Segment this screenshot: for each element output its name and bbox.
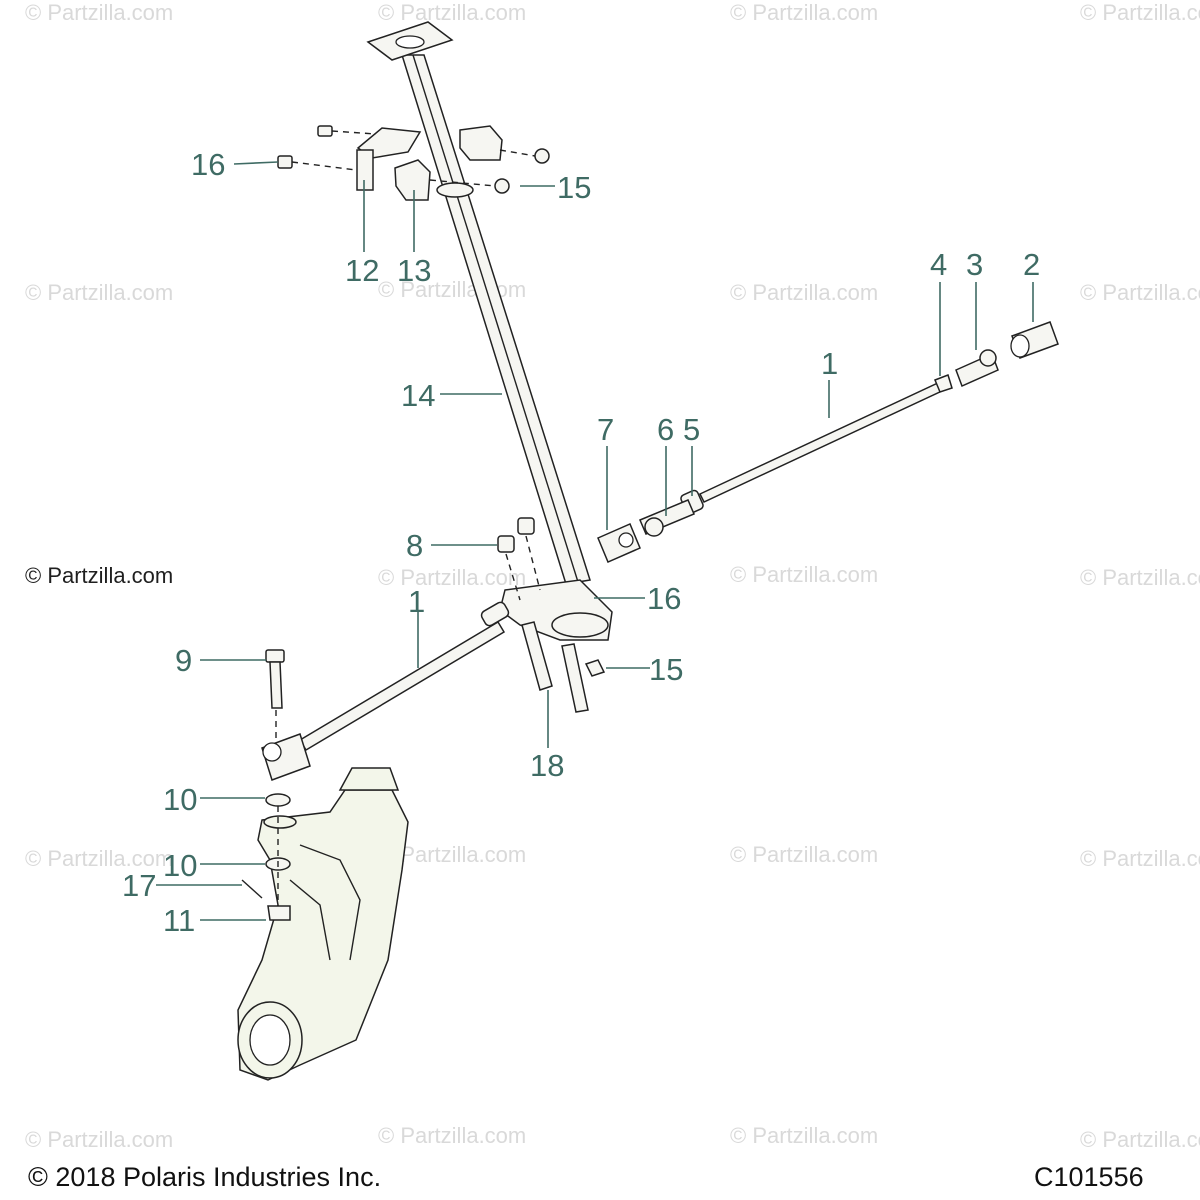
watermark: © Partzilla.com bbox=[730, 280, 878, 305]
callout-15: 15 bbox=[557, 170, 591, 205]
callout-11: 11 bbox=[163, 903, 195, 938]
callout-2: 2 bbox=[1023, 247, 1040, 282]
callout-14: 14 bbox=[401, 378, 435, 413]
watermark: © Partzilla.com bbox=[730, 0, 878, 25]
callout-8: 8 bbox=[406, 528, 423, 563]
callout-4: 4 bbox=[930, 247, 947, 282]
steering-knuckle bbox=[237, 767, 409, 1081]
watermark: © Partzilla.com bbox=[378, 565, 526, 590]
callout-10: 10 bbox=[163, 848, 197, 883]
callout-5: 5 bbox=[683, 412, 700, 447]
callout-15: 15 bbox=[649, 652, 683, 687]
left-tie-rod bbox=[241, 601, 510, 921]
right-tie-rod bbox=[597, 321, 1059, 563]
upper-mount bbox=[277, 125, 550, 201]
callout-16: 16 bbox=[191, 147, 225, 182]
steering-shaft bbox=[366, 21, 591, 585]
watermark: © Partzilla.com bbox=[1080, 1127, 1200, 1152]
watermark: © Partzilla.com bbox=[1080, 565, 1200, 590]
watermark: © Partzilla.com bbox=[730, 842, 878, 867]
callout-9: 9 bbox=[175, 643, 192, 678]
callout-16: 16 bbox=[647, 581, 681, 616]
callout-17: 17 bbox=[122, 868, 156, 903]
callout-6: 6 bbox=[657, 412, 674, 447]
watermark-grid: © Partzilla.com © Partzilla.com © Partzi… bbox=[25, 0, 1200, 1152]
callout-12: 12 bbox=[345, 253, 379, 288]
callout-labels: 16 12 13 15 14 1 4 3 2 7 6 5 8 16 1 9 15… bbox=[122, 147, 1040, 938]
callout-13: 13 bbox=[397, 253, 431, 288]
callout-18: 18 bbox=[530, 748, 564, 783]
watermark: © Partzilla.com bbox=[730, 1123, 878, 1148]
watermark: © Partzilla.com bbox=[1080, 280, 1200, 305]
lower-bracket bbox=[497, 517, 613, 713]
callout-1: 1 bbox=[408, 584, 425, 619]
watermark: © Partzilla.com bbox=[378, 0, 526, 25]
copyright-notice: © 2018 Polaris Industries Inc. bbox=[28, 1162, 382, 1192]
watermark: © Partzilla.com bbox=[25, 0, 173, 25]
watermark: © Partzilla.com bbox=[378, 1123, 526, 1148]
watermark: © Partzilla.com bbox=[1080, 846, 1200, 871]
watermark: © Partzilla.com bbox=[25, 1127, 173, 1152]
watermark: © Partzilla.com bbox=[730, 562, 878, 587]
watermark: © Partzilla.com bbox=[1080, 0, 1200, 25]
callout-1: 1 bbox=[821, 346, 838, 381]
watermark: © Partzilla.com bbox=[25, 280, 173, 305]
watermark: © Partzilla.com bbox=[25, 846, 173, 871]
callout-7: 7 bbox=[597, 412, 614, 447]
leader-lines bbox=[156, 161, 1034, 921]
callout-3: 3 bbox=[966, 247, 983, 282]
callout-10: 10 bbox=[163, 782, 197, 817]
watermark-prominent: © Partzilla.com bbox=[25, 563, 173, 588]
diagram-code: C101556 bbox=[1034, 1162, 1144, 1192]
